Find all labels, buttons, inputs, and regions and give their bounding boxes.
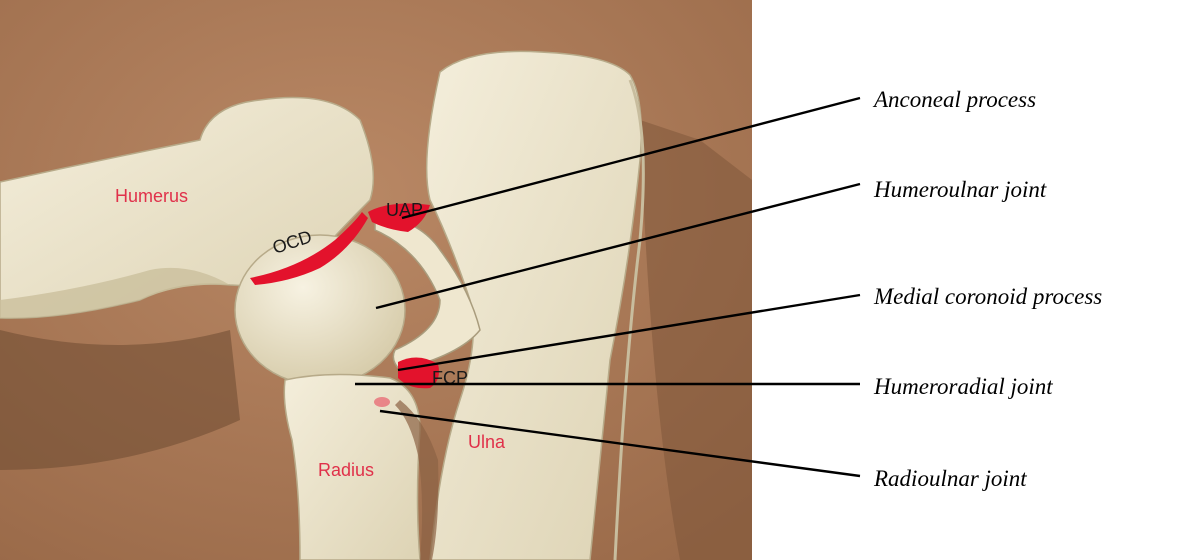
radioulnar-mark <box>374 397 390 407</box>
medial-coronoid-process-label: Medial coronoid process <box>873 284 1102 309</box>
anconeal-process-label: Anconeal process <box>872 87 1036 112</box>
humeroradial-joint-label: Humeroradial joint <box>873 374 1053 399</box>
radius-label: Radius <box>318 460 374 480</box>
humeroulnar-joint-label: Humeroulnar joint <box>873 177 1047 202</box>
elbow-photo: Humerus OCD UAP FCP Radius Ulna <box>0 0 752 560</box>
radioulnar-joint-label: Radioulnar joint <box>873 466 1027 491</box>
humerus-label: Humerus <box>115 186 188 206</box>
ulna-label: Ulna <box>468 432 506 452</box>
